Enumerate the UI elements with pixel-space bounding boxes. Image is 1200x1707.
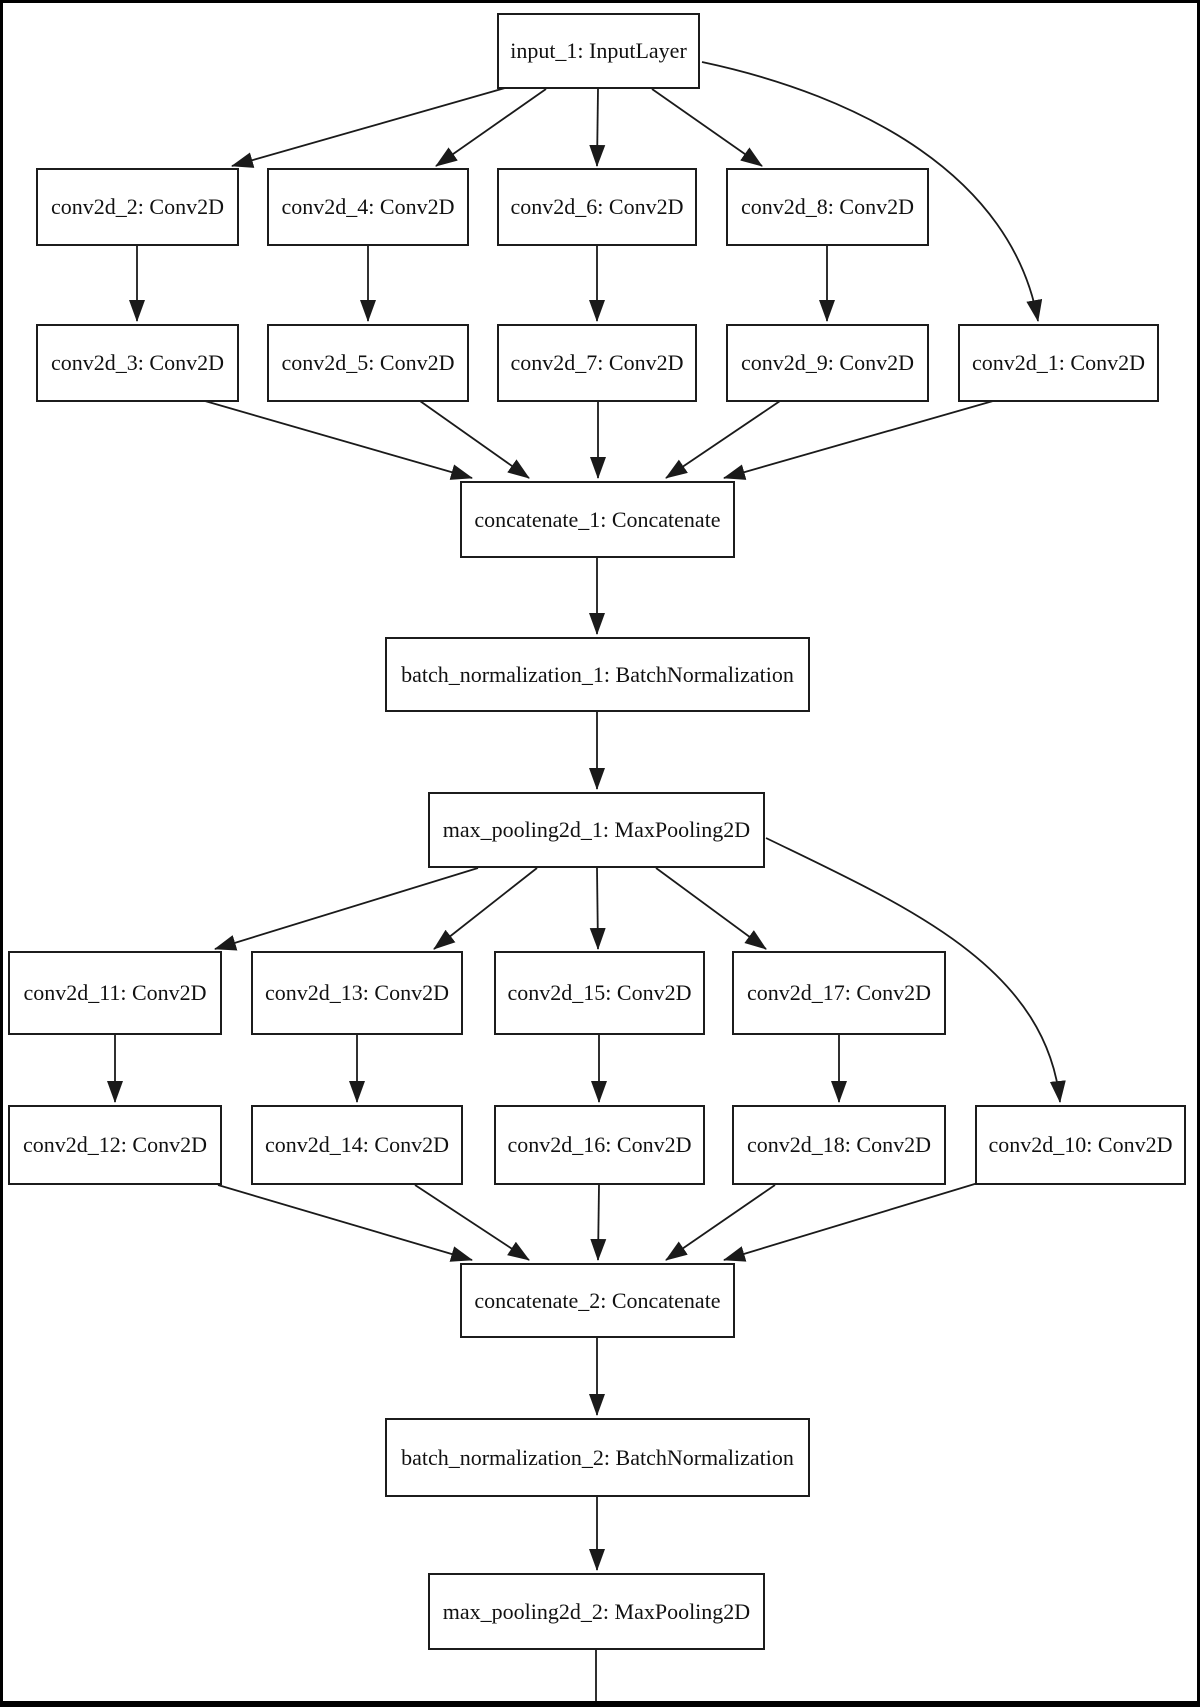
edge-input_1-to-conv2d_2 bbox=[231, 87, 506, 168]
layer-node-input_1: input_1: InputLayer bbox=[497, 13, 700, 89]
edge-conv2d_1-to-concatenate_1 bbox=[723, 398, 1001, 480]
edge-conv2d_10-to-concatenate_2 bbox=[723, 1182, 979, 1262]
edge-conv2d_9-to-concatenate_1 bbox=[665, 400, 781, 479]
layer-node-label: conv2d_9: Conv2D bbox=[741, 350, 914, 375]
edge-max_pooling2d_1-to-conv2d_13 bbox=[433, 867, 538, 950]
layer-node-label: input_1: InputLayer bbox=[510, 38, 687, 63]
edge-conv2d_14-to-concatenate_2 bbox=[414, 1184, 530, 1261]
edge-max_pooling2d_1-to-conv2d_11 bbox=[214, 867, 479, 951]
layer-node-label: conv2d_5: Conv2D bbox=[281, 350, 455, 375]
layer-node-label: conv2d_4: Conv2D bbox=[281, 194, 455, 219]
edge-conv2d_16-to-concatenate_2 bbox=[590, 1184, 607, 1261]
layer-node-conv2d_3: conv2d_3: Conv2D bbox=[36, 324, 239, 402]
edge-max_pooling2d_1-to-conv2d_15 bbox=[589, 867, 606, 950]
layer-node-label: conv2d_8: Conv2D bbox=[741, 194, 914, 219]
edge-input_1-to-conv2d_6 bbox=[589, 88, 606, 167]
layer-node-conv2d_10: conv2d_10: Conv2D bbox=[975, 1105, 1186, 1185]
edge-conv2d_3-to-concatenate_1 bbox=[204, 400, 473, 480]
layer-node-label: conv2d_12: Conv2D bbox=[23, 1132, 207, 1157]
layer-node-label: conv2d_7: Conv2D bbox=[510, 350, 684, 375]
layer-node-conv2d_5: conv2d_5: Conv2D bbox=[267, 324, 469, 402]
layer-node-conv2d_18: conv2d_18: Conv2D bbox=[732, 1105, 946, 1185]
layer-node-conv2d_8: conv2d_8: Conv2D bbox=[726, 168, 929, 246]
layer-node-label: batch_normalization_1: BatchNormalizatio… bbox=[401, 661, 794, 687]
layer-node-conv2d_15: conv2d_15: Conv2D bbox=[494, 951, 705, 1035]
layer-node-label: batch_normalization_2: BatchNormalizatio… bbox=[401, 1444, 794, 1470]
layer-node-label: max_pooling2d_2: MaxPooling2D bbox=[442, 1598, 751, 1624]
layer-node-conv2d_2: conv2d_2: Conv2D bbox=[36, 168, 239, 246]
edge-max_pooling2d_1-to-conv2d_17 bbox=[655, 867, 767, 950]
layer-node-concatenate_2: concatenate_2: Concatenate bbox=[460, 1263, 735, 1338]
layer-node-conv2d_14: conv2d_14: Conv2D bbox=[251, 1105, 463, 1185]
layer-node-conv2d_13: conv2d_13: Conv2D bbox=[251, 951, 463, 1035]
layer-node-label: conv2d_16: Conv2D bbox=[507, 1132, 692, 1157]
edge-conv2d_12-to-concatenate_2 bbox=[217, 1184, 473, 1262]
layer-node-conv2d_16: conv2d_16: Conv2D bbox=[494, 1105, 705, 1185]
layer-node-label: conv2d_13: Conv2D bbox=[265, 980, 449, 1005]
layer-node-batch_normalization_2: batch_normalization_2: BatchNormalizatio… bbox=[385, 1418, 810, 1497]
edge-conv2d_5-to-concatenate_1 bbox=[419, 400, 530, 479]
layer-node-label: conv2d_17: Conv2D bbox=[747, 980, 931, 1005]
layer-node-label: conv2d_18: Conv2D bbox=[747, 1132, 931, 1157]
layer-node-label: max_pooling2d_1: MaxPooling2D bbox=[442, 817, 751, 842]
layer-node-max_pooling2d_2: max_pooling2d_2: MaxPooling2D bbox=[428, 1573, 765, 1650]
layer-node-conv2d_4: conv2d_4: Conv2D bbox=[267, 168, 469, 246]
edge-input_1-to-conv2d_4 bbox=[435, 88, 547, 167]
layer-node-label: conv2d_3: Conv2D bbox=[51, 350, 224, 375]
edge-input_1-to-conv2d_1 bbox=[701, 61, 1043, 322]
layer-node-label: concatenate_1: Concatenate bbox=[474, 506, 721, 532]
layer-node-concatenate_1: concatenate_1: Concatenate bbox=[460, 481, 735, 558]
layer-node-label: conv2d_14: Conv2D bbox=[265, 1132, 449, 1157]
layer-node-label: concatenate_2: Concatenate bbox=[474, 1287, 721, 1313]
layer-node-conv2d_11: conv2d_11: Conv2D bbox=[8, 951, 222, 1035]
layer-node-conv2d_9: conv2d_9: Conv2D bbox=[726, 324, 929, 402]
layer-node-label: conv2d_15: Conv2D bbox=[507, 980, 692, 1005]
edge-max_pooling2d_1-to-conv2d_10 bbox=[765, 837, 1066, 1103]
layer-node-batch_normalization_1: batch_normalization_1: BatchNormalizatio… bbox=[385, 637, 810, 712]
layer-node-conv2d_7: conv2d_7: Conv2D bbox=[497, 324, 697, 402]
layer-node-label: conv2d_10: Conv2D bbox=[988, 1132, 1173, 1157]
layer-node-label: conv2d_11: Conv2D bbox=[23, 980, 207, 1005]
edge-input_1-to-conv2d_8 bbox=[651, 88, 763, 167]
layer-node-max_pooling2d_1: max_pooling2d_1: MaxPooling2D bbox=[428, 792, 765, 868]
layer-node-conv2d_1: conv2d_1: Conv2D bbox=[958, 324, 1159, 402]
layer-node-label: conv2d_2: Conv2D bbox=[51, 194, 224, 219]
layer-node-conv2d_17: conv2d_17: Conv2D bbox=[732, 951, 946, 1035]
layer-node-label: conv2d_1: Conv2D bbox=[972, 350, 1145, 375]
layer-node-conv2d_6: conv2d_6: Conv2D bbox=[497, 168, 697, 246]
layer-node-conv2d_12: conv2d_12: Conv2D bbox=[8, 1105, 222, 1185]
edge-conv2d_18-to-concatenate_2 bbox=[665, 1184, 776, 1261]
layer-node-label: conv2d_6: Conv2D bbox=[510, 194, 684, 219]
